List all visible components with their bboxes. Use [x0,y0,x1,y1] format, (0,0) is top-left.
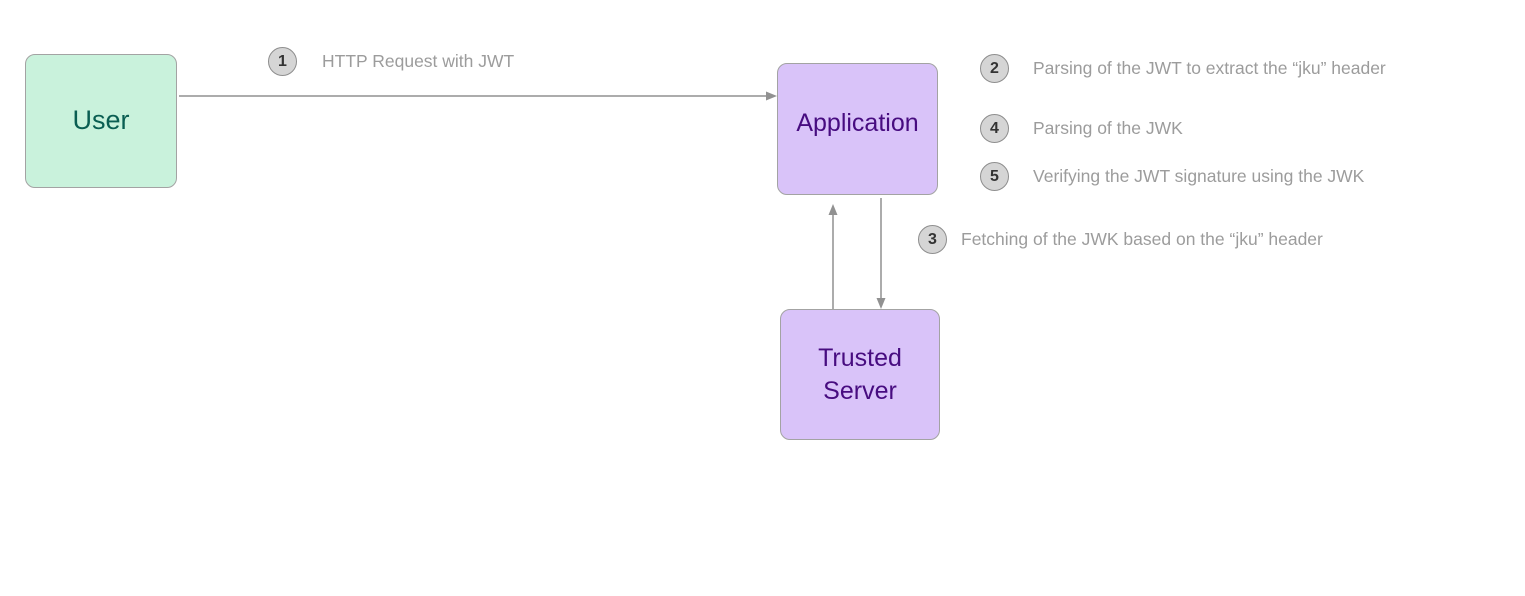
node-user-label: User [72,105,130,136]
step-2-number: 2 [990,59,999,77]
step-4-number: 4 [990,119,999,137]
node-user: User [25,54,177,188]
step-1-number: 1 [278,52,287,70]
step-1-label: HTTP Request with JWT [322,51,515,71]
step-1-badge: 1 [268,47,297,76]
step-2-badge: 2 [980,54,1009,83]
node-application-label: Application [796,108,919,137]
node-trusted-server: Trusted Server [780,309,940,440]
node-application: Application [777,63,938,195]
step-2: 2 Parsing of the JWT to extract the “jku… [980,54,1386,83]
step-4: 4 Parsing of the JWK [980,114,1183,143]
step-3: 3 Fetching of the JWK based on the “jku”… [918,225,1323,254]
arrow-trusted-server-to-application [828,204,838,309]
step-3-number: 3 [928,230,937,248]
step-3-badge: 3 [918,225,947,254]
step-1: 1 HTTP Request with JWT [268,47,514,76]
step-5-badge: 5 [980,162,1009,191]
step-3-label: Fetching of the JWK based on the “jku” h… [961,229,1323,249]
step-5: 5 Verifying the JWT signature using the … [980,162,1364,191]
arrow-application-to-trusted-server [876,198,886,309]
step-2-label: Parsing of the JWT to extract the “jku” … [1033,58,1386,78]
node-trusted-server-label: Trusted Server [818,344,902,405]
step-4-badge: 4 [980,114,1009,143]
step-5-label: Verifying the JWT signature using the JW… [1033,166,1365,186]
step-4-label: Parsing of the JWK [1033,118,1183,138]
arrow-user-to-application [179,91,777,101]
step-5-number: 5 [990,167,999,185]
